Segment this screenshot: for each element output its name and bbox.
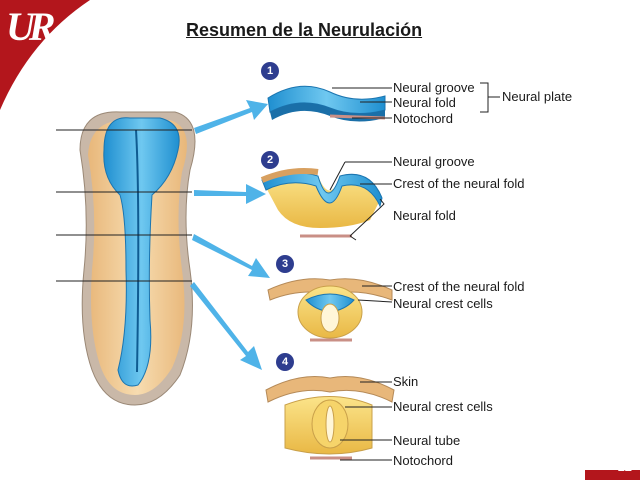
section-3-illustration xyxy=(267,278,393,342)
label-notochord-4: Notochord xyxy=(393,453,453,468)
label-crest-neural-fold: Crest of the neural fold xyxy=(393,176,525,191)
step-4-badge: 4 xyxy=(276,353,294,371)
embryo-illustration xyxy=(79,111,196,406)
label-neural-groove-2: Neural groove xyxy=(393,154,475,169)
label-neural-crest-cells: Neural crest cells xyxy=(393,296,493,311)
step-2-badge: 2 xyxy=(261,151,279,169)
section-2-illustration xyxy=(260,168,383,238)
label-neural-plate: Neural plate xyxy=(502,89,573,104)
page-title: Resumen de la Neurulación xyxy=(186,20,423,40)
step-3-badge: 3 xyxy=(276,255,294,273)
section-1-illustration xyxy=(267,85,386,122)
label-neural-crest-cells-4: Neural crest cells xyxy=(393,399,493,414)
label-neural-fold-2: Neural fold xyxy=(393,208,456,223)
section-4-illustration xyxy=(265,376,395,460)
step-1-badge: 1 xyxy=(261,62,279,80)
label-neural-tube: Neural tube xyxy=(393,433,461,448)
label-skin: Skin xyxy=(393,374,419,389)
label-notochord: Notochord xyxy=(393,111,453,126)
university-logo: UR xyxy=(6,4,56,49)
label-crest-neural-fold-3: Crest of the neural fold xyxy=(393,279,525,294)
page-number: 12 xyxy=(617,459,632,474)
label-neural-groove: Neural groove xyxy=(393,80,475,95)
label-neural-fold: Neural fold xyxy=(393,95,456,110)
